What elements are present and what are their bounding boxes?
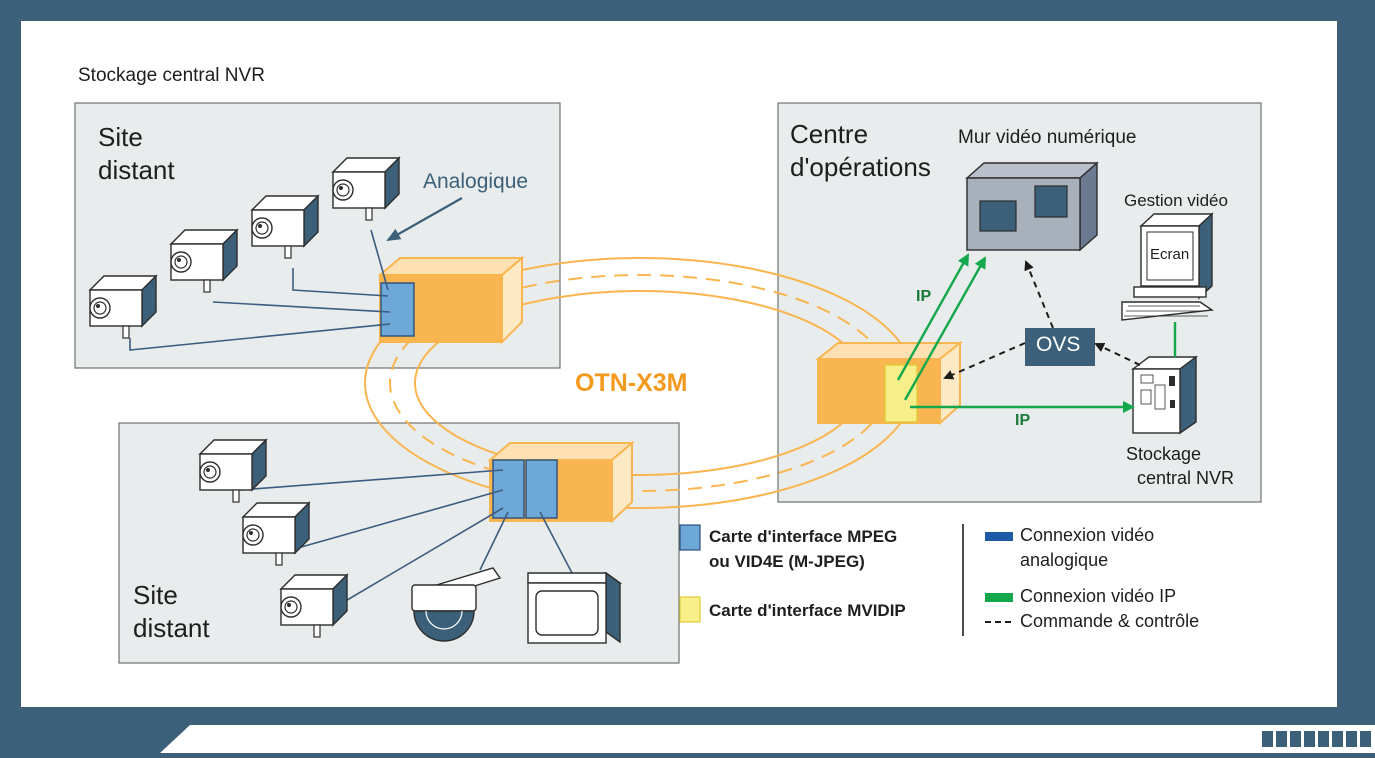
nvr-icon bbox=[1130, 355, 1199, 435]
analog-arrow bbox=[386, 197, 463, 241]
analog-lines-top bbox=[129, 229, 391, 351]
analog-lines-bottom bbox=[239, 469, 573, 617]
ovs-box bbox=[1025, 328, 1095, 366]
video-wall-icon bbox=[965, 161, 1099, 252]
legend-ip-swatch bbox=[985, 593, 1013, 602]
ip-connections bbox=[896, 253, 1177, 413]
mpeg-card-top bbox=[380, 282, 415, 337]
ops-node bbox=[815, 340, 963, 426]
monitor-icon bbox=[527, 571, 623, 644]
legend-ip: Connexion vidéo IP bbox=[1020, 586, 1177, 606]
footer-band bbox=[160, 725, 1375, 753]
legend-mpeg-line1: Carte d'interface MPEG bbox=[709, 527, 898, 546]
network-label: OTN-X3M bbox=[575, 369, 688, 397]
video-wall-label: Mur vidéo numérique bbox=[958, 127, 1137, 148]
nvr-label-line2: central NVR bbox=[1137, 468, 1235, 488]
ovs-label: OVS bbox=[1036, 333, 1081, 356]
legend-analog-line2: analogique bbox=[1020, 550, 1109, 570]
ptz-camera-icon bbox=[411, 567, 502, 642]
mpeg-card-bottom-1 bbox=[492, 459, 525, 519]
ip-label-2: IP bbox=[1015, 412, 1031, 429]
nvr-label-line1: Stockage bbox=[1126, 444, 1202, 464]
top-node bbox=[377, 255, 525, 345]
legend-mvidip: Carte d'interface MVIDIP bbox=[709, 601, 906, 620]
legend-mpeg-line2: ou VID4E (M-JPEG) bbox=[709, 552, 865, 571]
ops-center-title-line2: d'opérations bbox=[790, 152, 931, 182]
legend-mvidip-swatch bbox=[679, 596, 701, 623]
legend-analog-swatch bbox=[985, 532, 1013, 541]
analog-label: Analogique bbox=[423, 170, 529, 193]
video-mgmt-label: Gestion vidéo bbox=[1124, 191, 1228, 210]
legend-control: Commande & contrôle bbox=[1020, 611, 1200, 631]
remote-site-bottom-title-line1: Site bbox=[133, 580, 178, 610]
remote-site-bottom-title-line2: distant bbox=[133, 613, 210, 643]
remote-site-top-title-line1: Site bbox=[98, 122, 143, 152]
workstation-icon bbox=[1121, 212, 1214, 321]
legend-analog-line1: Connexion vidéo bbox=[1020, 525, 1155, 545]
remote-site-top-title-line2: distant bbox=[98, 155, 175, 185]
screen-label: Ecran bbox=[1150, 246, 1190, 263]
mpeg-card-bottom-2 bbox=[525, 459, 558, 519]
legend bbox=[679, 524, 1013, 636]
legend-mpeg-swatch bbox=[679, 524, 701, 551]
ops-center-title-line1: Centre bbox=[790, 119, 869, 149]
caption: Stockage central NVR bbox=[78, 65, 265, 86]
control-connections bbox=[943, 260, 1141, 380]
footer-squares bbox=[1262, 731, 1371, 747]
ip-label-1: IP bbox=[916, 288, 932, 305]
bottom-node bbox=[487, 440, 635, 524]
